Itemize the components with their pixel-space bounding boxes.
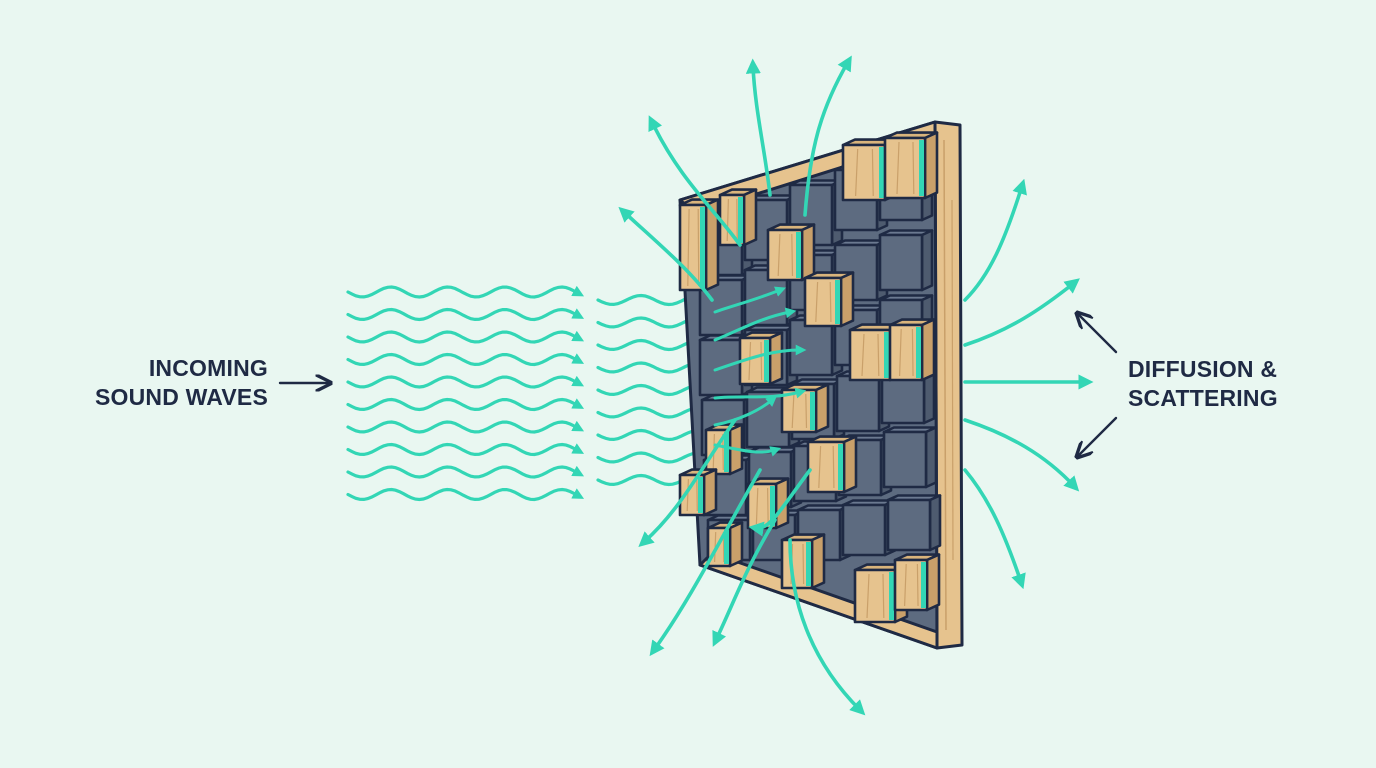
wood-block (806, 435, 858, 494)
scattered-wave-arrows (618, 55, 1094, 716)
scatter-arrow (648, 115, 742, 247)
wave-line (346, 465, 585, 479)
incoming-label-line1: INCOMING (148, 355, 268, 381)
wood-block (803, 271, 855, 328)
wood-block (678, 198, 720, 292)
gray-block (882, 426, 938, 489)
wave-line (346, 375, 585, 389)
entering-wave (713, 307, 797, 342)
scatter-arrow (638, 418, 737, 548)
scatter-arrow (963, 418, 1080, 492)
scatter-arrow (803, 55, 852, 217)
gray-block (878, 229, 934, 292)
scatter-arrow (748, 468, 812, 537)
wave-line (346, 487, 585, 502)
wave-line (346, 442, 585, 457)
wood-block (678, 468, 718, 517)
wave-line (346, 330, 585, 344)
scatter-arrow (788, 538, 866, 716)
wave-line (346, 285, 585, 299)
wood-block (766, 223, 816, 282)
scatter-arrow (712, 518, 777, 647)
wood-block (746, 477, 790, 530)
incoming-waves-left (346, 285, 585, 502)
scatter-arrow (963, 468, 1026, 590)
entering-wave (713, 443, 782, 457)
gray-block (886, 494, 942, 552)
wood-block (738, 331, 784, 386)
wood-block (780, 383, 830, 434)
wave-line (346, 307, 585, 322)
diffusion-label-line1: DIFFUSION & (1128, 356, 1278, 382)
wood-block (888, 318, 936, 382)
scatter-arrow (649, 468, 762, 657)
entering-wave (713, 387, 807, 400)
wood-block (893, 553, 941, 612)
label-pointer-arrows (278, 314, 1118, 456)
arrow-diagonal-icon (1078, 416, 1118, 456)
entering-wave (713, 286, 787, 314)
scatter-arrow (963, 178, 1027, 302)
scatter-arrow (963, 278, 1080, 347)
diffusion-label-line2: SCATTERING (1128, 385, 1278, 411)
wave-line (346, 397, 585, 412)
entering-wave (713, 395, 777, 427)
entering-wave (713, 344, 807, 372)
scatter-arrow (618, 206, 714, 302)
incoming-sound-waves-label: INCOMING SOUND WAVES (78, 354, 268, 412)
wood-block (718, 188, 758, 247)
diffusion-scattering-label: DIFFUSION & SCATTERING (1128, 355, 1328, 413)
wood-block (883, 131, 939, 200)
incoming-label-line2: SOUND WAVES (94, 384, 268, 410)
wood-block (780, 533, 826, 590)
wave-line (346, 352, 585, 367)
wave-line (346, 420, 585, 434)
arrow-diagonal-icon (1078, 314, 1118, 354)
scatter-arrow (745, 58, 772, 197)
